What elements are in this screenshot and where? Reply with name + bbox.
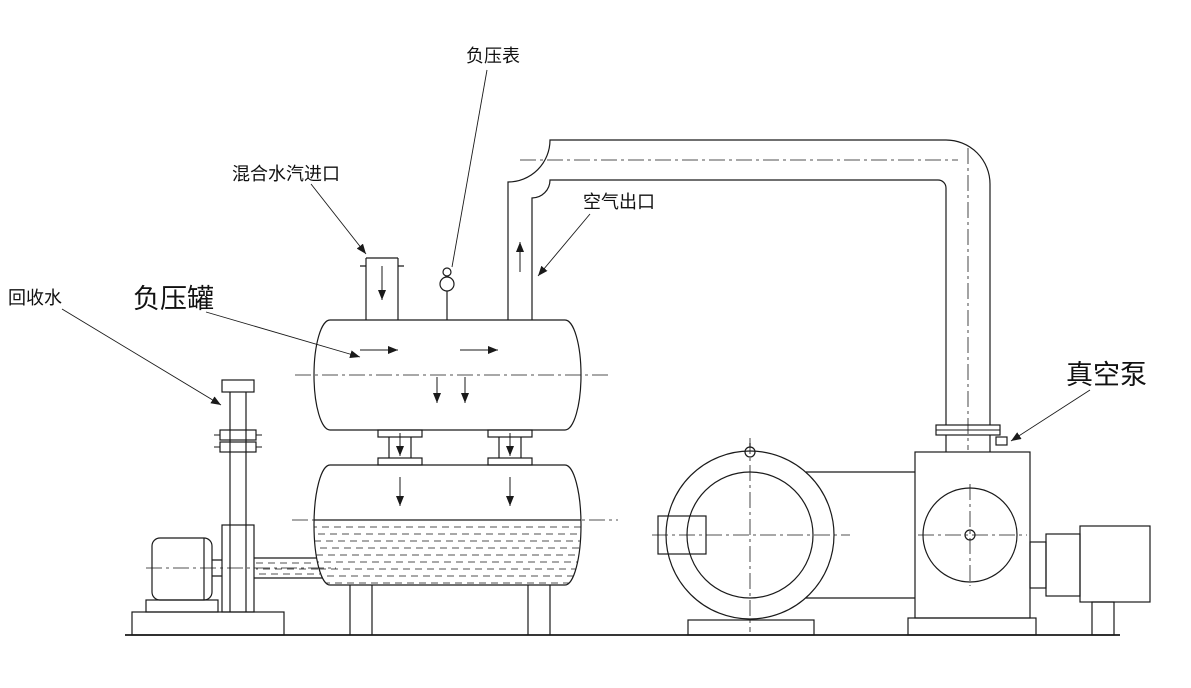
pipe-outer-wall [507, 139, 991, 425]
pump-body-lines [806, 471, 915, 599]
rotor-base [687, 619, 815, 636]
lower-tank-flow-arrows [396, 477, 514, 506]
label-negative-pressure-tank: 负压罐 [133, 284, 214, 315]
foundation-block [131, 611, 285, 636]
lower-tank-shell [313, 464, 582, 586]
leader-vacuum-pump [1010, 389, 1091, 442]
label-mixed-steam-inlet: 混合水汽进口 [232, 164, 340, 185]
drive-motor [1079, 525, 1151, 603]
tank-connector-left [377, 429, 423, 466]
label-air-outlet: 空气出口 [583, 192, 655, 213]
leader-air-outlet [537, 213, 591, 277]
vacuum-pump [652, 438, 1151, 636]
leader-pressure-gauge [451, 69, 488, 268]
suction-channel [254, 557, 322, 579]
label-vacuum-pump: 真空泵 [1066, 360, 1147, 391]
housing-base [907, 617, 1037, 636]
pump-inlet-flange [935, 424, 1008, 452]
motor-support [1091, 601, 1115, 636]
upper-tank-flow-arrows [360, 346, 498, 403]
pipe-inner-wall [531, 179, 947, 425]
flange-bolt [995, 436, 1008, 446]
label-recovered-water: 回收水 [8, 288, 62, 309]
motor-shaft [212, 559, 222, 577]
riser-column [229, 392, 247, 612]
water-fill [314, 519, 581, 584]
pressure-gauge [439, 267, 455, 320]
column-top-flange [221, 379, 255, 393]
steam-inlet-pipe [360, 257, 404, 320]
drive-coupling [1029, 525, 1151, 636]
tank-supports [349, 585, 551, 635]
tank-connector-right [487, 429, 533, 466]
upper-tank-shell [313, 319, 582, 431]
leader-negative-pressure-tank [205, 311, 361, 359]
label-pressure-gauge: 负压表 [466, 46, 520, 67]
column-valve-flanges [214, 429, 262, 453]
gauge-ball [442, 267, 452, 277]
negative-pressure-tank [292, 319, 618, 635]
recovery-pump [131, 379, 336, 636]
air-outlet-pipe [507, 139, 1008, 452]
leader-recovered-water [61, 308, 222, 406]
gauge-dial [439, 276, 455, 292]
leader-mixed-steam-inlet [310, 183, 367, 255]
labels: 负压表 混合水汽进口 空气出口 回收水 负压罐 真空泵 [8, 46, 1147, 442]
